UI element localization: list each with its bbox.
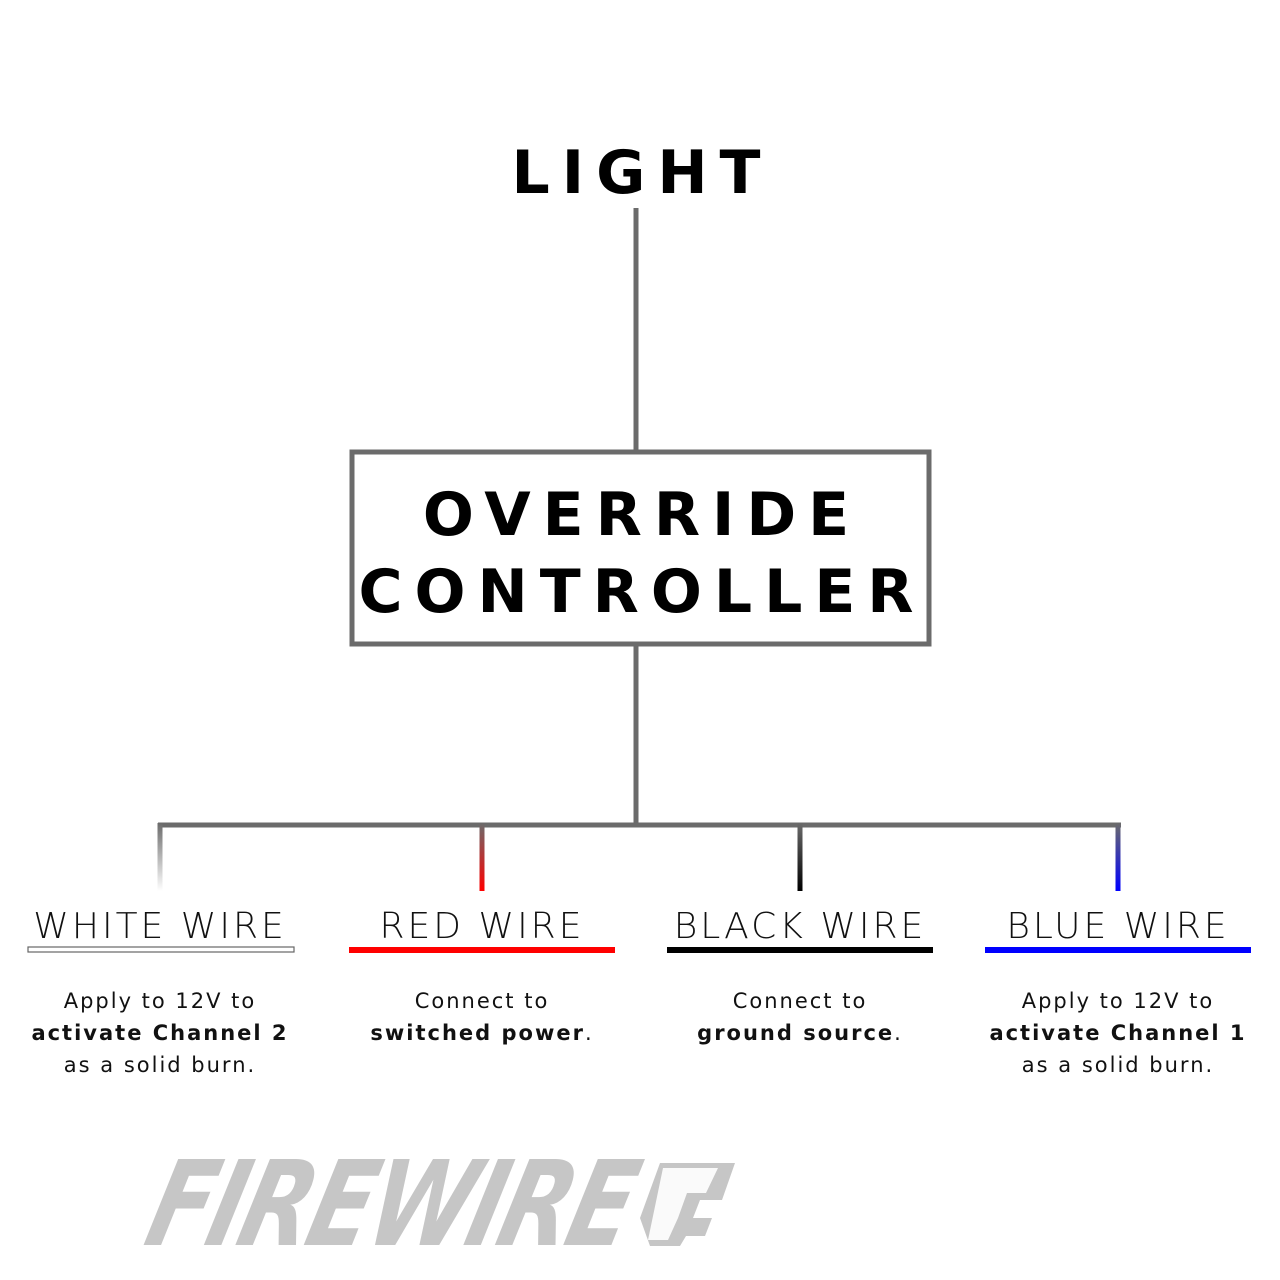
blue-wire-group: BLUE WIRE Apply to 12V to activate Channel… [985,823,1251,1077]
firewire-logo: FIREWIRE [134,1137,735,1274]
white-wire-description-line: activate Channel 2 [31,1021,288,1045]
blue-wire-description-line: activate Channel 1 [989,1021,1246,1045]
blue-wire-description-line: Apply to 12V to [1022,989,1215,1013]
white-wire-group: WHITE WIRE Apply to 12V to activate Channe… [27,823,295,1077]
black-wire-color-bar [667,947,933,953]
white-wire-drop [157,823,163,891]
black-wire-description-line: ground source. [697,1021,903,1045]
red-wire-label: RED WIRE [380,906,585,947]
red-wire-description-line: Connect to [415,989,550,1013]
white-wire-description-line: as a solid burn. [64,1053,256,1077]
blue-wire-description-line: as a solid burn. [1022,1053,1214,1077]
firewire-logo-text: FIREWIRE [134,1137,651,1274]
black-wire-group: BLACK WIRE Connect to ground source. [667,823,933,1045]
controller-box [349,449,932,647]
black-wire-label: BLACK WIRE [674,906,927,947]
black-wire-drop [797,823,803,891]
controller-title-line1: OVERRIDE [423,480,861,550]
red-wire-drop [479,823,485,891]
red-wire-description-line: switched power. [370,1021,593,1045]
firewire-logo-mark [640,1163,735,1246]
black-wire-description-line: Connect to [733,989,868,1013]
white-wire-description-line: Apply to 12V to [64,989,257,1013]
red-wire-color-bar [349,947,615,953]
controller-title-line2: CONTROLLER [358,557,925,627]
blue-wire-color-bar [985,947,1251,953]
blue-wire-drop [1115,823,1121,891]
blue-wire-label: BLUE WIRE [1006,906,1229,947]
light-label: LIGHT [512,138,773,208]
white-wire-color-bar [27,946,295,953]
white-wire-label: WHITE WIRE [33,906,286,947]
red-wire-group: RED WIRE Connect to switched power. [349,823,615,1045]
